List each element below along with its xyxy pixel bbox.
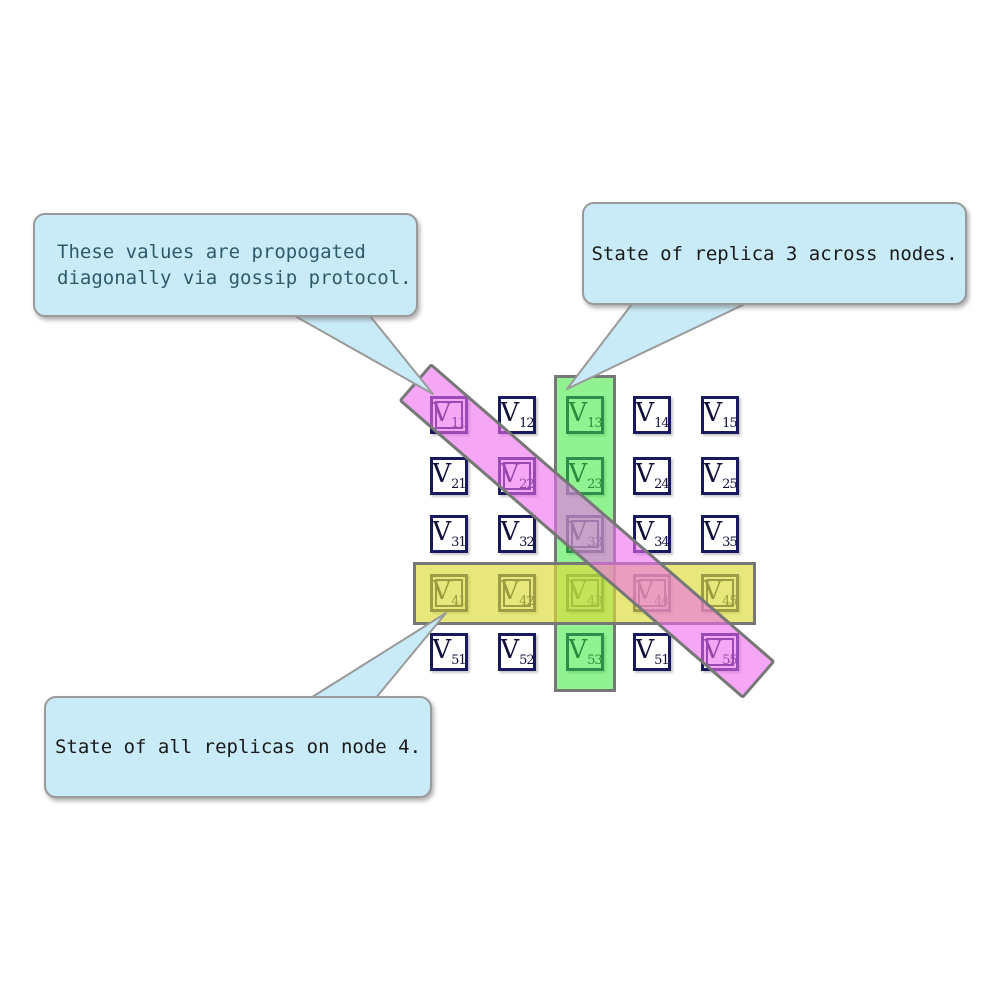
node4-callout-tail bbox=[308, 612, 447, 700]
callout-node4-line1: State of all replicas on node 4. bbox=[54, 736, 422, 758]
callout-gossip-line1: These values are propogated bbox=[57, 241, 366, 263]
callout-gossip: These values are propogated diagonally v… bbox=[33, 213, 418, 317]
matrix-cell-v52-r5c2: V52 bbox=[498, 633, 536, 671]
cell-label: V52 bbox=[500, 635, 534, 668]
matrix-cell-v21-r2c1: V21 bbox=[430, 457, 468, 495]
callout-gossip-line2: diagonally via gossip protocol. bbox=[57, 267, 412, 289]
matrix-cell-v35-r3c5: V35 bbox=[701, 515, 739, 553]
cell-label: V51 bbox=[432, 635, 466, 668]
cell-label: V35 bbox=[703, 517, 737, 550]
matrix-cell-v32-r3c2: V32 bbox=[498, 515, 536, 553]
cell-label: V51 bbox=[635, 635, 669, 668]
matrix-cell-v25-r2c5: V25 bbox=[701, 457, 739, 495]
cell-label: V21 bbox=[432, 459, 466, 492]
cell-label: V32 bbox=[500, 517, 534, 550]
matrix-cell-v34-r3c4: V34 bbox=[633, 515, 671, 553]
matrix-cell-v15-r1c5: V15 bbox=[701, 396, 739, 434]
matrix-cell-v51-r5c4: V51 bbox=[633, 633, 671, 671]
cell-label: V12 bbox=[500, 398, 534, 431]
matrix-cell-v31-r3c1: V31 bbox=[430, 515, 468, 553]
callout-node4: State of all replicas on node 4. bbox=[44, 696, 432, 798]
matrix-cell-v12-r1c2: V12 bbox=[498, 396, 536, 434]
cell-label: V25 bbox=[703, 459, 737, 492]
matrix-cell-v24-r2c4: V24 bbox=[633, 457, 671, 495]
matrix-cell-v14-r1c4: V14 bbox=[633, 396, 671, 434]
cell-label: V31 bbox=[432, 517, 466, 550]
gossip-callout-tail bbox=[294, 315, 434, 395]
cell-label: V34 bbox=[635, 517, 669, 550]
cell-label: V15 bbox=[703, 398, 737, 431]
cell-label: V24 bbox=[635, 459, 669, 492]
cell-label: V14 bbox=[635, 398, 669, 431]
matrix-cell-v51-r5c1: V51 bbox=[430, 633, 468, 671]
callout-replica3-line1: State of replica 3 across nodes. bbox=[591, 242, 958, 265]
callout-replica3: State of replica 3 across nodes. bbox=[582, 202, 967, 305]
